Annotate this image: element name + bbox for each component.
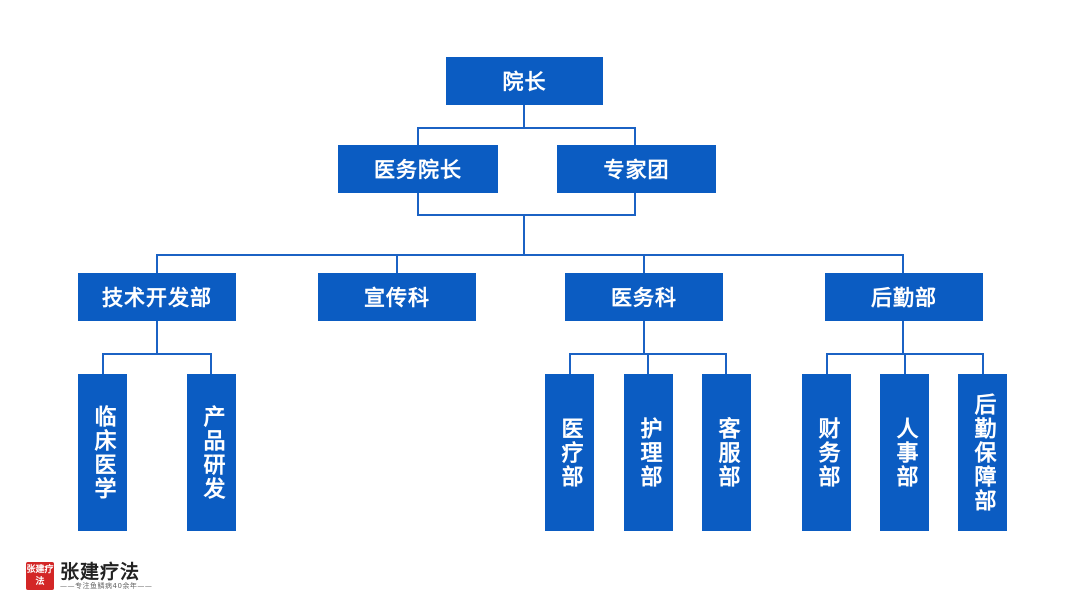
connector-line xyxy=(643,321,645,354)
node-publicity-dept: 宣传科 xyxy=(318,273,476,321)
node-nursing-dept: 护理部 xyxy=(624,374,673,531)
connector-line xyxy=(417,193,419,215)
connector-line xyxy=(156,254,904,256)
node-logistics-dept: 后勤部 xyxy=(825,273,983,321)
node-finance-dept: 财务部 xyxy=(802,374,851,531)
connector-line xyxy=(417,214,636,216)
connector-line xyxy=(210,353,212,374)
connector-line xyxy=(102,353,212,355)
connector-line xyxy=(523,105,525,128)
connector-line xyxy=(156,254,158,273)
logo-slogan: ——专注鱼鳞病40余年—— xyxy=(60,581,153,590)
node-medical-dept: 医务科 xyxy=(565,273,723,321)
logo-text: 张建疗法 ——专注鱼鳞病40余年—— xyxy=(60,562,152,591)
connector-line xyxy=(904,353,906,374)
connector-line xyxy=(523,214,525,256)
connector-line xyxy=(569,353,571,374)
node-tech-dept: 技术开发部 xyxy=(78,273,236,321)
logo-name: 张建疗法 xyxy=(60,560,141,583)
logo-seal: 张建疗法 xyxy=(26,562,54,590)
connector-line xyxy=(647,353,649,374)
node-medical-dean: 医务院长 xyxy=(338,145,498,193)
connector-line xyxy=(982,353,984,374)
connector-line xyxy=(102,353,104,374)
node-dean: 院长 xyxy=(446,57,603,105)
connector-line xyxy=(725,353,727,374)
brand-logo: 张建疗法 张建疗法 ——专注鱼鳞病40余年—— xyxy=(26,561,152,591)
connector-line xyxy=(643,254,645,273)
connector-line xyxy=(417,127,636,129)
node-expert-group: 专家团 xyxy=(557,145,716,193)
connector-line xyxy=(826,353,828,374)
node-customer-service-dept: 客服部 xyxy=(702,374,751,531)
connector-line xyxy=(634,127,636,145)
node-hr-dept: 人事部 xyxy=(880,374,929,531)
node-treatment-dept: 医疗部 xyxy=(545,374,594,531)
connector-line xyxy=(634,193,636,215)
connector-line xyxy=(156,321,158,354)
node-clinical-medicine: 临床医学 xyxy=(78,374,127,531)
node-logistics-support-dept: 后勤保障部 xyxy=(958,374,1007,531)
node-product-rnd: 产品研发 xyxy=(187,374,236,531)
connector-line xyxy=(902,321,904,354)
connector-line xyxy=(902,254,904,273)
connector-line xyxy=(396,254,398,273)
connector-line xyxy=(417,127,419,145)
